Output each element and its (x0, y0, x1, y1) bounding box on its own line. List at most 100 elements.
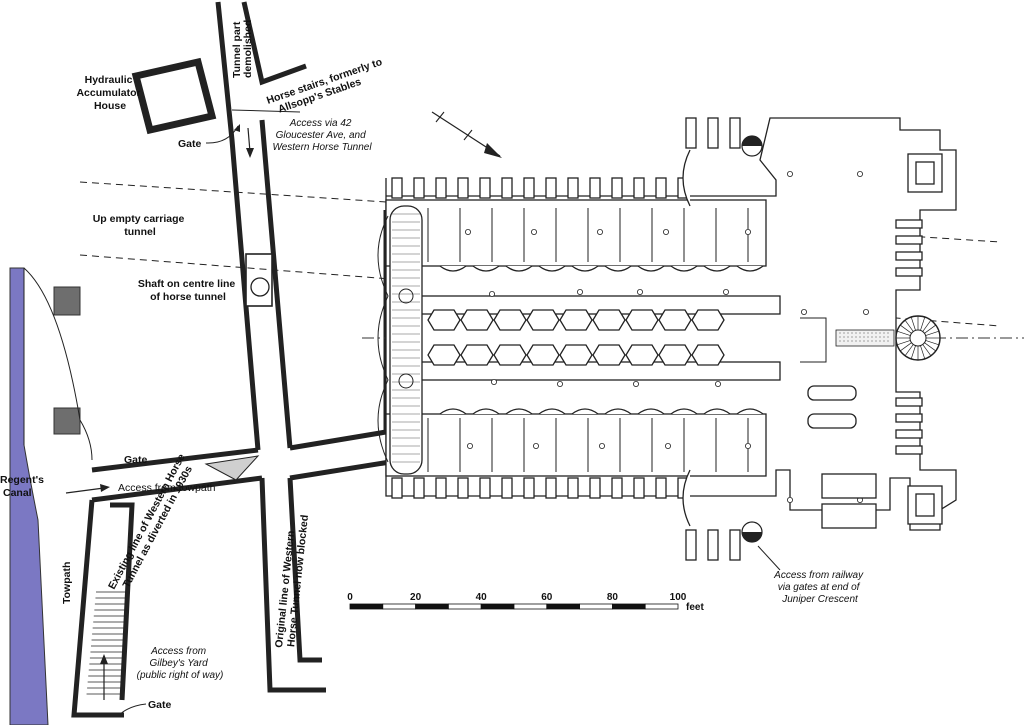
arch-south (637, 408, 665, 415)
towpath-access-wall-upper (91, 447, 259, 473)
scale-tick-label: 20 (410, 592, 422, 603)
vault-cell (526, 344, 560, 366)
scale-tick-label: 40 (476, 592, 488, 603)
buttress-east (895, 397, 923, 407)
column (787, 170, 794, 177)
stair-tread (899, 324, 912, 334)
label-gate-towpath: Gate (124, 454, 148, 466)
stair-tread (920, 345, 926, 360)
east-ramp (835, 329, 895, 347)
buttress-south (545, 477, 557, 499)
gate-south-arrow (117, 703, 147, 717)
ramp-dot (875, 332, 877, 334)
original-line-wall-a (259, 477, 326, 693)
tower-curves (377, 215, 389, 463)
label-access-42-line-2: Gloucester Ave, and (276, 130, 366, 141)
arch-south (439, 408, 467, 415)
label-gate-south: Gate (148, 699, 172, 711)
spiral-north-fill (742, 136, 762, 146)
buttress-north-east (729, 117, 741, 149)
label-access-towpath: Access from towpath (118, 482, 216, 494)
buttress-south-east (729, 529, 741, 561)
buttress-east (895, 251, 923, 261)
buttress-north (479, 177, 491, 199)
buttress-south (633, 477, 645, 499)
spiral-south-fill (742, 532, 762, 542)
link-tunnel-lower (289, 459, 391, 481)
label-access-gilbey-line-2: Gilbey's Yard (149, 658, 208, 669)
arch-north (505, 265, 533, 272)
buttress-east (895, 267, 923, 277)
scale-tick-label: 100 (670, 592, 687, 603)
ramp-dot (867, 336, 869, 338)
north-arrowhead (484, 143, 502, 158)
label-existing-line: Existing line of Western Horse Tunnel as… (106, 449, 200, 597)
canal-pier-lower (53, 407, 81, 435)
ramp-dot (855, 332, 857, 334)
vault-cell (658, 309, 692, 331)
label-hydraulic-line-1: Hydraulic (85, 74, 133, 86)
label-hydraulic-line-2: Accumulator (76, 87, 140, 99)
ramp-dot (855, 336, 857, 338)
canal-pier-upper (53, 286, 81, 316)
buttress-south (567, 477, 579, 499)
tower-circle-1 (398, 288, 414, 304)
ramp-dot (859, 336, 861, 338)
label-access-gilbey-line-3: (public right of way) (137, 670, 224, 681)
scale-tick-label: 0 (347, 592, 353, 603)
regents-canal (9, 267, 49, 725)
vault-building (377, 117, 957, 571)
column (597, 228, 604, 235)
label-up-empty-line-2: tunnel (124, 226, 156, 238)
label-tunnel-demolished-line-1: Tunnel part (231, 21, 243, 78)
ramp-dot (855, 340, 857, 342)
arch-south (736, 408, 764, 415)
original-line-wall-b (287, 477, 322, 663)
bay-row-south (385, 413, 767, 477)
stair-tread (922, 319, 932, 332)
south-east-tower-inner (915, 493, 935, 517)
column (787, 496, 794, 503)
label-regents-canal: Regent's Canal (0, 474, 47, 499)
horse-stairs-arrowhead (246, 148, 254, 158)
towpath-arrow (65, 487, 105, 494)
column (863, 308, 870, 315)
stair-tread (899, 342, 912, 352)
ramp-dot (863, 340, 865, 342)
arch-north (538, 265, 566, 272)
column (533, 442, 540, 449)
ramp-dot (863, 332, 865, 334)
scale-tick-label: 60 (541, 592, 553, 603)
label-existing-line-line-1: Existing line of Western Horse (106, 452, 188, 592)
scale-segment (612, 603, 646, 610)
label-access-gilbey: Access from Gilbey's Yard (public right … (137, 646, 224, 681)
stair-tread (904, 344, 914, 357)
gilbey-stairs (86, 591, 128, 695)
junction-wedge (204, 455, 260, 481)
buttress-east (895, 413, 923, 423)
label-access-railway: Access from railway via gates at end of … (773, 570, 866, 605)
west-tower-strip (389, 205, 423, 475)
buttress-south (611, 477, 623, 499)
ramp-dot (847, 340, 849, 342)
stair-tread (896, 340, 911, 346)
east-tank-1 (821, 473, 877, 499)
ramp-dot (851, 332, 853, 334)
buttress-south (435, 477, 447, 499)
scale-tick-label: 80 (607, 592, 619, 603)
arch-north (571, 265, 599, 272)
ramp-dot (847, 336, 849, 338)
scale-segment (447, 603, 482, 610)
arch-north (670, 265, 698, 272)
ramp-dot (839, 340, 841, 342)
buttress-north (435, 177, 447, 199)
apse-north-west (682, 149, 691, 207)
ramp-dot (859, 340, 861, 342)
arch-north (472, 265, 500, 272)
column (745, 228, 752, 235)
stair-newel (909, 329, 927, 347)
stair-tread (920, 316, 926, 331)
ramp-dot (875, 336, 877, 338)
towpath-arrowhead (100, 484, 110, 492)
column (599, 442, 606, 449)
